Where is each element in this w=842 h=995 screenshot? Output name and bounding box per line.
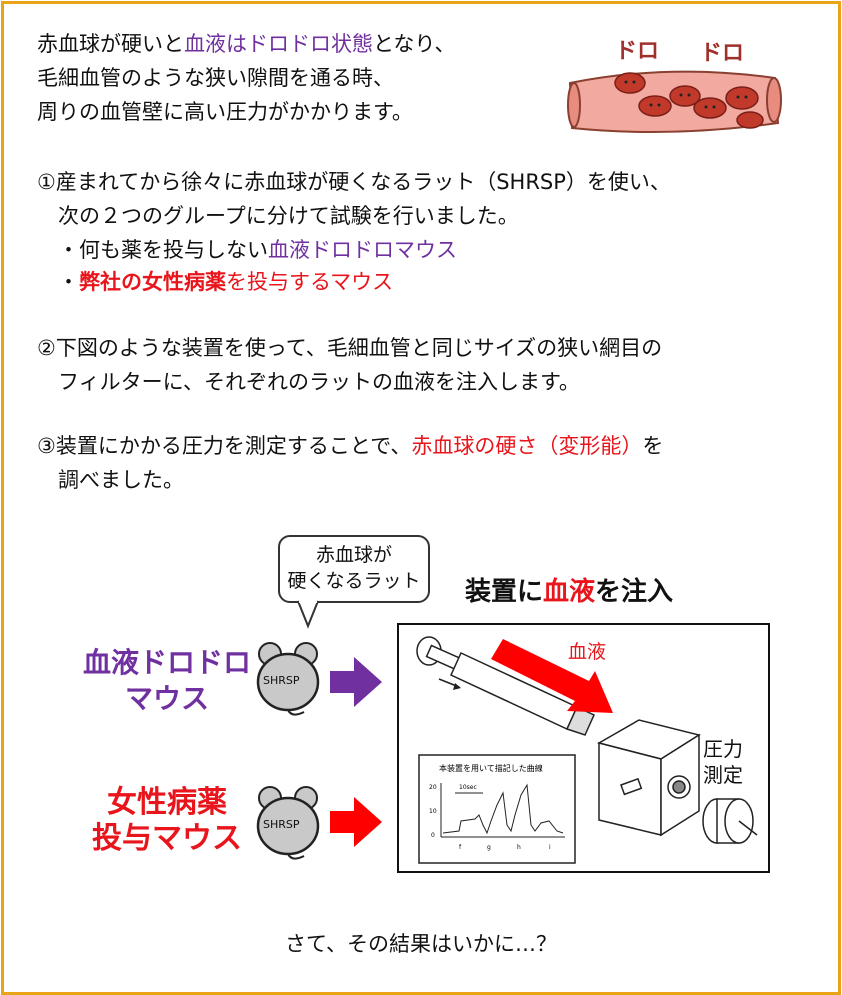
blood-label: 血液 [568, 641, 607, 663]
group2-label: 女性病薬 投与マウス [82, 785, 252, 857]
title-highlight: 血液 [543, 577, 596, 607]
group1-line-1: 血液ドロドロ [82, 646, 251, 679]
diagram-title: 装置に血液を注入 [465, 575, 673, 609]
step1-line-1: ①産まれてから徐々に赤血球が硬くなるラット（SHRSP）を使い、 [37, 170, 671, 194]
pressure-label: 圧力 測定 [703, 736, 743, 788]
doro-text-2: ドロ [700, 41, 744, 66]
bubble-line-2: 硬くなるラット [287, 570, 421, 592]
graph-y-tick-10: 10 [429, 808, 437, 815]
bullet1-text: ・何も薬を投与しない [58, 238, 268, 262]
group1-line-2: マウス [124, 682, 209, 715]
intro-line-1: 赤血球が硬いと血液はドロドロ状態となり、 [37, 28, 456, 60]
pressure-line-1: 圧力 [703, 737, 743, 761]
intro-highlight: 血液はドロドロ状態 [184, 32, 373, 56]
mouse-label-1: SHRSP [263, 674, 300, 687]
blood-vessel-illustration: ドロ ドロ [567, 39, 782, 133]
footer-text: さて、その結果はいかに…？ [285, 932, 557, 956]
graph-x-tick-f: f [459, 844, 462, 851]
red-arrow-icon [330, 797, 382, 847]
mouse-icon-1 [256, 642, 320, 716]
mouse-icon-2 [256, 786, 320, 860]
graph-x-tick-g: g [487, 844, 491, 851]
step3-text-end: を [642, 434, 664, 458]
group2-line-1: 女性病薬 [107, 785, 227, 820]
intro-line-2: 毛細血管のような狭い隙間を通る時、 [37, 66, 394, 90]
step3-line-2: 調べました。 [58, 468, 184, 492]
step1-bullet-1: ・何も薬を投与しない血液ドロドロマウス [58, 234, 457, 266]
step3-highlight: 赤血球の硬さ（変形能） [411, 434, 643, 458]
intro-line-3: 周りの血管壁に高い圧力がかかります。 [37, 100, 413, 124]
title-part-1: 装置に [465, 577, 544, 607]
group2-line-2: 投与マウス [92, 821, 242, 856]
graph-title: 本装置を用いて描記した曲線 [439, 763, 543, 773]
step3-text: ③装置にかかる圧力を測定することで、 [37, 434, 412, 458]
mouse-label-2: SHRSP [263, 818, 300, 831]
step1-line-2: 次の２つのグループに分けて試験を行いました。 [58, 204, 519, 228]
purple-arrow-icon [330, 657, 382, 707]
device-box [397, 623, 770, 873]
graph-y-tick-20: 20 [429, 784, 437, 791]
step3-line-1: ③装置にかかる圧力を測定することで、赤血球の硬さ（変形能）を [37, 430, 663, 462]
step2-line-2: フィルターに、それぞれのラットの血液を注入します。 [58, 370, 580, 394]
graph-x-tick-h: h [517, 844, 521, 851]
graph-unit: 10sec [459, 784, 477, 791]
step2-line-1: ②下図のような装置を使って、毛細血管と同じサイズの狭い網目の [37, 336, 663, 360]
intro-text-end: となり、 [373, 32, 456, 56]
bullet1-highlight: 血液ドロドロマウス [268, 238, 457, 262]
doro-text-1: ドロ [615, 39, 659, 64]
graph-x-tick-i: i [549, 844, 551, 851]
bullet2-text: を投与するマウス [226, 270, 394, 294]
bubble-line-1: 赤血球が [315, 544, 392, 566]
bullet2-highlight: 弊社の女性病薬 [79, 270, 226, 294]
group1-label: 血液ドロドロ マウス [82, 645, 252, 717]
intro-text: 赤血球が硬いと [37, 32, 184, 56]
pressure-line-2: 測定 [703, 763, 743, 787]
bullet2-dot: ・ [58, 270, 79, 294]
bubble-tail [297, 600, 319, 629]
speech-bubble: 赤血球が 硬くなるラット [278, 535, 430, 603]
title-part-3: を注入 [595, 577, 674, 607]
device-illustration: 本装置を用いて描記した曲線 20 10 0 10sec f g h i [416, 636, 758, 864]
step1-bullet-2: ・弊社の女性病薬を投与するマウス [58, 266, 393, 298]
graph-y-tick-0: 0 [431, 832, 435, 839]
